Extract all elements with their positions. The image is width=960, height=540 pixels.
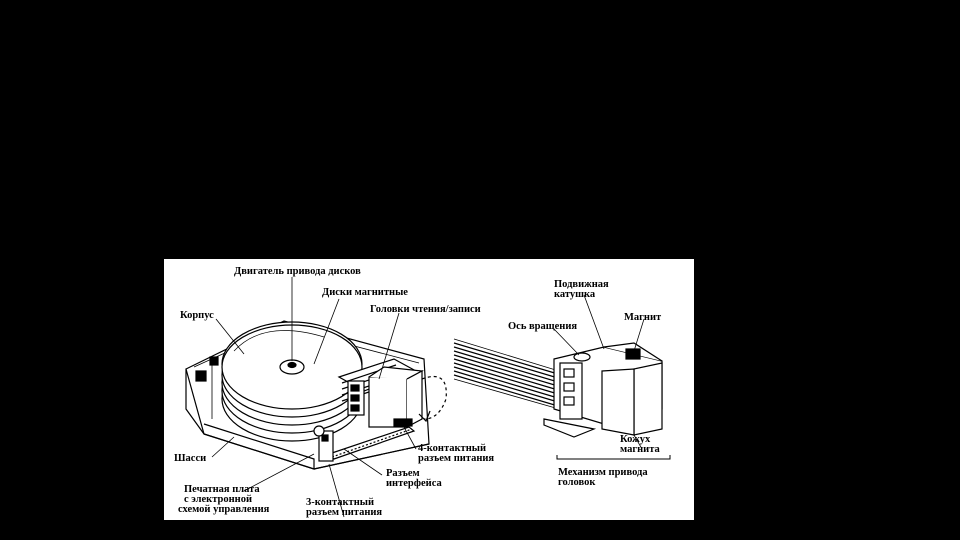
label-conn3-2: разъем питания (306, 507, 382, 518)
label-heads: Головки чтения/записи (370, 304, 481, 315)
label-motor: Двигатель привода дисков (234, 266, 361, 277)
label-pcb-3: схемой управления (178, 504, 269, 515)
label-actuator-2: головок (558, 477, 595, 488)
actuator-bracket (557, 455, 670, 459)
label-axis: Ось вращения (508, 321, 577, 332)
actuator-assembly (454, 339, 662, 437)
label-conn4-2: разъем питания (418, 453, 494, 464)
label-magnet: Магнит (624, 312, 661, 323)
hdd-diagram: Двигатель привода дисков Диски магнитные… (164, 259, 694, 520)
label-coil-2: катушка (554, 289, 595, 300)
label-iface-2: интерфейса (386, 478, 442, 489)
label-disks: Диски магнитные (322, 287, 408, 298)
label-case: Корпус (180, 310, 214, 321)
label-chassis: Шасси (174, 453, 206, 464)
label-magnet-cover-2: магнита (620, 444, 660, 455)
